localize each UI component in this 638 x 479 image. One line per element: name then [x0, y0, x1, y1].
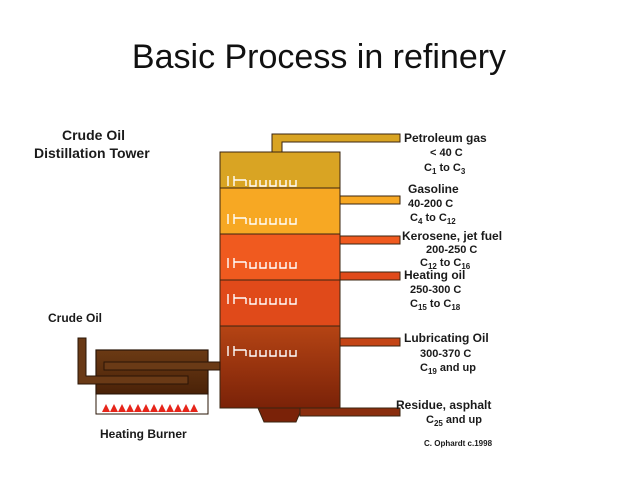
pipe-heating-oil	[339, 271, 401, 281]
pipe-gasoline	[339, 195, 401, 205]
pipe-kerosene	[339, 235, 401, 245]
fraction-temp-lubricating-oil: 300-370 C	[420, 348, 471, 360]
fraction-labels: Petroleum gas < 40 C C1 to C3 Gasoline 4…	[396, 131, 502, 428]
fraction-carbon-gasoline: C4 to C12	[410, 212, 456, 226]
fraction-name-lubricating-oil: Lubricating Oil	[404, 331, 489, 345]
pipe-petroleum-gas	[271, 133, 401, 153]
input-label: Crude Oil	[48, 311, 102, 325]
fraction-name-petroleum-gas: Petroleum gas	[404, 131, 487, 145]
tower-section-kerosene	[219, 233, 341, 281]
burner-label: Heating Burner	[100, 427, 187, 441]
tower-section-bottom	[219, 325, 341, 409]
slide-title: Basic Process in refinery	[131, 38, 507, 76]
flame-icon	[102, 404, 198, 412]
tower	[219, 151, 341, 423]
fraction-temp-heating-oil: 250-300 C	[410, 284, 461, 296]
credit-text: C. Ophardt c.1998	[424, 439, 493, 448]
crude-inlet-pipe	[77, 337, 189, 385]
fraction-name-residue: Residue, asphalt	[396, 398, 491, 412]
fraction-temp-petroleum-gas: < 40 C	[430, 147, 463, 159]
fraction-carbon-petroleum-gas: C1 to C3	[424, 162, 466, 176]
tower-title-line2: Distillation Tower	[34, 145, 150, 161]
fraction-name-kerosene: Kerosene, jet fuel	[402, 229, 502, 243]
feed-pipe	[103, 361, 221, 371]
pipe-lubricating-oil	[339, 337, 401, 347]
tower-section-gasoline	[219, 187, 341, 235]
fraction-name-heating-oil: Heating oil	[404, 268, 465, 282]
fraction-temp-kerosene: 200-250 C	[426, 244, 477, 256]
furnace-body	[95, 349, 209, 395]
tray-markers	[227, 176, 297, 357]
output-pipes	[271, 133, 401, 417]
fraction-carbon-residue: C25 and up	[426, 414, 482, 428]
fraction-carbon-lubricating-oil: C19 and up	[420, 362, 476, 376]
tower-base	[257, 407, 303, 423]
pipe-residue	[299, 407, 401, 417]
furnace	[77, 337, 221, 415]
fraction-temp-gasoline: 40-200 C	[408, 198, 453, 210]
fraction-name-gasoline: Gasoline	[408, 182, 459, 196]
fraction-carbon-heating-oil: C15 to C18	[410, 298, 461, 312]
tower-title-line1: Crude Oil	[62, 127, 125, 143]
